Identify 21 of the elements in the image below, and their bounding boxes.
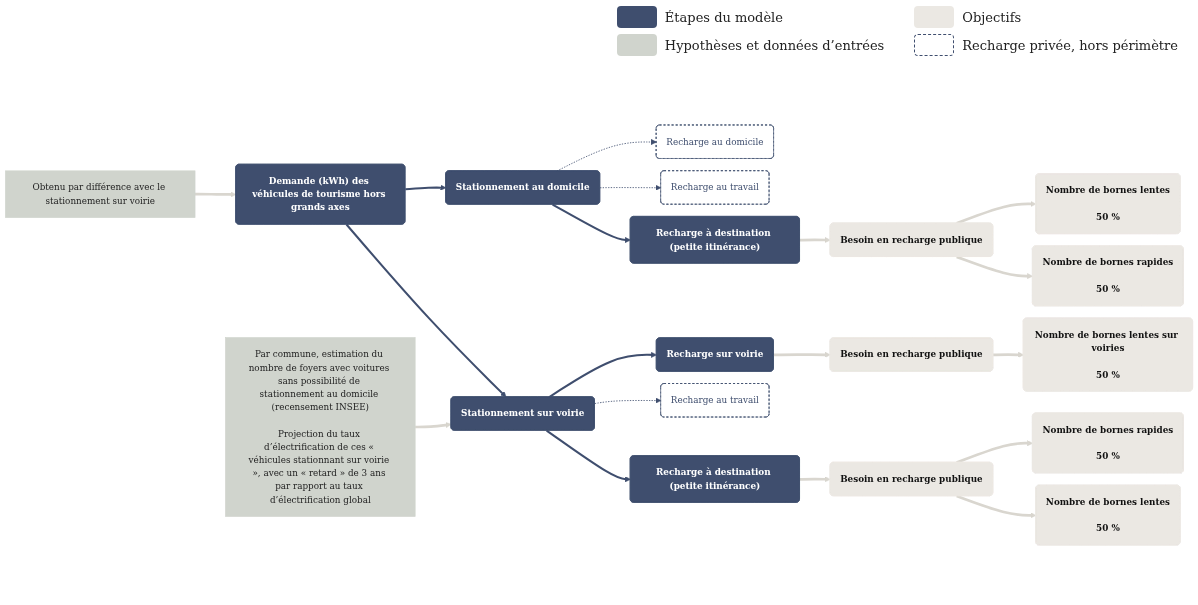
arrow [552, 203, 631, 243]
legend-label: Hypothèses et données d’entrées [664, 37, 885, 53]
arrow [956, 201, 1037, 225]
node-box: Obtenu par différence avec le stationnement sur voirie [5, 170, 196, 218]
arrow [195, 191, 237, 198]
arrow [546, 429, 631, 483]
arrow [415, 422, 452, 429]
arrow [993, 351, 1024, 358]
arrow [956, 494, 1037, 519]
arrow [345, 223, 507, 398]
arrow [548, 351, 657, 398]
legend-label: Recharge privée, hors périmètre [962, 37, 1178, 53]
arrow [956, 440, 1033, 464]
arrow [799, 476, 831, 483]
node-box: Par commune, estimation du nombre de foyers avec voitures sans possibilité de stationnement au domicile (recensement INSEE) Projection du taux d’électrification de ces « véhicules stationnant sur voirie », avec un « retard » de 3 ans par rapport au taux d’électrification global [225, 337, 416, 517]
arrow [956, 255, 1033, 280]
arrow [405, 184, 447, 191]
arrow [773, 351, 831, 358]
legend-label: Objectifs [962, 9, 1022, 25]
arrow [799, 237, 831, 243]
legend-label: Étapes du modèle [664, 9, 783, 25]
